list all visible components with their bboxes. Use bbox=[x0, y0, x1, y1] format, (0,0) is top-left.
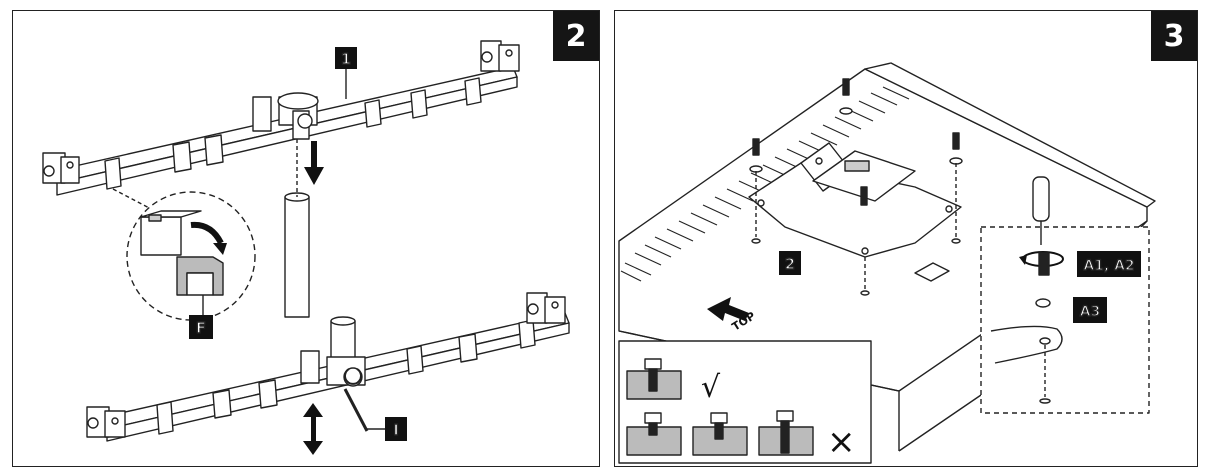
step-2-panel: 2 bbox=[12, 10, 600, 467]
step-number-badge: 3 bbox=[1151, 11, 1197, 61]
step-2-illustration: 1 F bbox=[42, 40, 570, 455]
callout-a1a2-box bbox=[1077, 251, 1141, 277]
callout-2-box bbox=[779, 251, 801, 275]
connector-port bbox=[914, 262, 950, 282]
step-3-illustration: 2 TOP bbox=[618, 62, 1156, 464]
step-3-panel: 3 bbox=[614, 10, 1198, 467]
top-arrow-icon bbox=[707, 297, 749, 321]
callout-f-label: F bbox=[196, 319, 206, 337]
step-number-badge: 2 bbox=[553, 11, 599, 61]
callout-a3-label: A3 bbox=[1080, 304, 1101, 320]
up-down-arrow-icon bbox=[303, 403, 323, 455]
lower-centre-clamp bbox=[300, 350, 369, 432]
lower-right-mount bbox=[526, 292, 566, 324]
vent-slots bbox=[620, 86, 910, 282]
down-arrow-icon bbox=[304, 141, 324, 185]
screw-depth-legend: √ × bbox=[618, 340, 872, 464]
clip-f-part bbox=[176, 256, 224, 296]
screw-alignment-lines bbox=[755, 163, 957, 291]
correct-mark: √ bbox=[701, 370, 721, 405]
lower-left-mount bbox=[86, 406, 126, 438]
callout-a3-box bbox=[1073, 297, 1107, 323]
vesa-plate bbox=[748, 142, 962, 258]
callout-i-label: I bbox=[393, 421, 399, 439]
detail-circle bbox=[112, 188, 256, 321]
pole-upper bbox=[284, 192, 310, 318]
mount-hole bbox=[951, 238, 961, 244]
callout-i-box bbox=[385, 417, 407, 441]
upper-arm-beam bbox=[52, 66, 518, 196]
callout-2-label: 2 bbox=[785, 255, 795, 273]
mount-hole bbox=[751, 238, 761, 244]
mount-hole bbox=[860, 290, 870, 296]
callout-a1a2-label: A1, A2 bbox=[1083, 258, 1134, 274]
wrong-mark: × bbox=[827, 422, 856, 462]
callout-f-box bbox=[189, 315, 213, 339]
callout-1-label: 1 bbox=[341, 50, 351, 68]
upper-right-mount bbox=[480, 40, 520, 72]
callout-1-box bbox=[335, 47, 357, 69]
upper-left-mount bbox=[42, 152, 80, 184]
upper-centre-clamp bbox=[252, 92, 319, 140]
